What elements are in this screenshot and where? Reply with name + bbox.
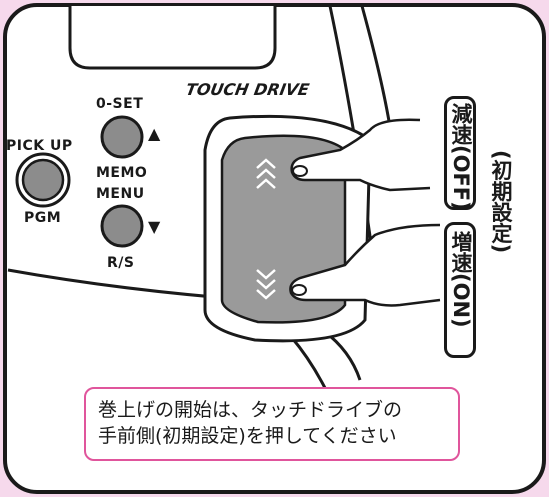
pickup-label: PICK UP	[6, 138, 73, 154]
up-arrow-icon: ▲	[148, 124, 161, 143]
hand-lower	[289, 223, 441, 307]
up-chevrons-icon	[256, 158, 276, 189]
pgm-label: PGM	[24, 210, 62, 226]
pickup-button[interactable]	[21, 158, 65, 202]
oset-label: 0-SET	[96, 96, 144, 112]
fingernail-upper	[292, 165, 308, 177]
default-setting-label: (初期設定)	[489, 150, 513, 254]
memo-label: MEMO	[96, 165, 148, 181]
pickup-ring	[15, 152, 71, 208]
rs-label: R/S	[107, 255, 135, 271]
down-chevrons-icon	[256, 269, 276, 300]
oset-memo-button[interactable]	[100, 115, 144, 159]
fast-label: 増速(ON)	[449, 231, 473, 328]
fingernail-lower	[291, 284, 307, 296]
menu-rs-button[interactable]	[100, 204, 144, 248]
display-housing	[68, 6, 277, 70]
caption-line-2: 手前側(初期設定)を押してください	[98, 425, 397, 447]
hand-upper	[290, 118, 431, 192]
brand-logo: TOUCH DRIVE	[184, 80, 311, 99]
menu-label: MENU	[96, 186, 145, 202]
down-arrow-icon: ▼	[148, 217, 161, 236]
slow-label: 減速(OFF)	[449, 103, 473, 211]
caption-line-1: 巻上げの開始は、タッチドライブの	[98, 399, 403, 421]
fast-label-box: 増速(ON)	[444, 222, 476, 358]
slow-label-box: 減速(OFF)	[444, 96, 476, 211]
caption-box: 巻上げの開始は、タッチドライブの 手前側(初期設定)を押してください	[84, 387, 460, 461]
